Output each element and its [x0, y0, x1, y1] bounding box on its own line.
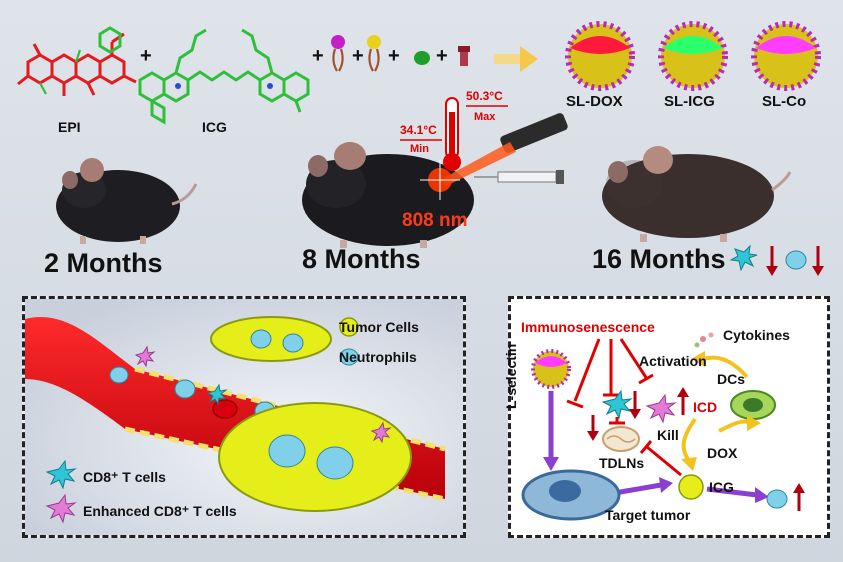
tumor-cell-legend-icon: [339, 317, 359, 337]
blood-vessel-illustration: [25, 299, 463, 535]
lipid-magenta: [331, 35, 345, 72]
neutrophil-decrease-indicator: [785, 246, 824, 276]
age-16-months: 16 Months: [592, 244, 726, 274]
mouse-2-months: [56, 158, 198, 244]
cytokines-label: Cytokines: [723, 327, 790, 343]
cd8-legend-icon: [45, 459, 77, 490]
dendritic-cell-icon: [730, 390, 776, 420]
immunosenescence-label: Immunosenescence: [521, 319, 655, 335]
tdlns-label: TDLNs: [599, 455, 645, 471]
neutrophil-legend-icon: [339, 348, 359, 366]
synthesis-arrow: [494, 46, 538, 72]
target-tumor-label: Target tumor: [605, 507, 691, 523]
syringe: [474, 170, 564, 184]
legend-tumor-cells: Tumor Cells: [339, 319, 419, 335]
laser-wavelength: 808 nm: [402, 210, 467, 231]
enhanced-cd8-legend-icon: [45, 493, 77, 524]
dox-label: DOX: [707, 445, 738, 461]
enhanced-cd8-icon: [645, 393, 677, 424]
laser-pointer: [420, 113, 568, 200]
epi-molecule: [17, 26, 137, 96]
mechanism-panel: Immunosenescence Cytokines Activation DC…: [503, 296, 830, 538]
icg-molecule: [138, 28, 310, 125]
age-8-months: 8 Months: [302, 244, 421, 274]
cd8-decrease-indicator: [729, 244, 778, 276]
top-illustration: EPI + ICG + + + +: [17, 21, 824, 276]
tumor-cell-icon: [678, 474, 704, 500]
neutrophil-icon: [766, 489, 788, 509]
legend-enhanced-cd8-t-cells: Enhanced CD8⁺ T cells: [83, 503, 237, 519]
icd-label: ICD: [693, 399, 718, 415]
legend-cd8-t-cells: CD8⁺ T cells: [83, 469, 166, 485]
target-tumor-cell: [521, 469, 621, 521]
cd8-cell-icon: [601, 389, 633, 420]
icg-label-right: ICG: [709, 479, 734, 495]
sl-icg-label: SL-ICG: [664, 93, 715, 110]
mechanism-diagram: [521, 332, 805, 521]
green-bead: [414, 51, 430, 65]
cytokines-icon: [694, 332, 714, 348]
epi-label: EPI: [58, 119, 81, 135]
icg-label: ICG: [202, 119, 227, 135]
min-temp: 34.1°C: [400, 123, 437, 137]
svg-text:+: +: [312, 45, 324, 67]
tumor-mass: [210, 316, 412, 512]
nanoparticle-sl-dox: [565, 21, 635, 91]
nanoparticle-icon: [531, 349, 571, 389]
plus-sign: +: [140, 45, 152, 67]
tdln-icon: [602, 426, 640, 452]
svg-text:+: +: [388, 45, 400, 67]
activation-label: Activation: [639, 353, 707, 369]
legend-neutrophils: Neutrophils: [339, 349, 417, 365]
sl-co-label: SL-Co: [762, 93, 806, 110]
age-2-months: 2 Months: [44, 248, 163, 278]
lipid-yellow: [367, 35, 381, 72]
min-label: Min: [410, 143, 429, 155]
svg-text:+: +: [352, 45, 364, 67]
svg-text:+: +: [436, 45, 448, 67]
kill-label: Kill: [657, 427, 679, 443]
sl-dox-label: SL-DOX: [566, 93, 623, 110]
thermometer: [443, 97, 461, 171]
l-selectin-label: L-selectin: [503, 343, 519, 409]
tumor-microenvironment-panel: Tumor Cells Neutrophils CD8⁺ T cells Enh…: [22, 296, 466, 538]
dcs-label: DCs: [717, 371, 746, 387]
nanoparticle-sl-icg: [658, 21, 728, 91]
max-label: Max: [474, 111, 496, 123]
max-temp: 50.3°C: [466, 89, 503, 103]
nanoparticle-sl-co: [751, 21, 821, 91]
mouse-16-months: [602, 146, 792, 242]
cholesterol: [458, 46, 470, 66]
